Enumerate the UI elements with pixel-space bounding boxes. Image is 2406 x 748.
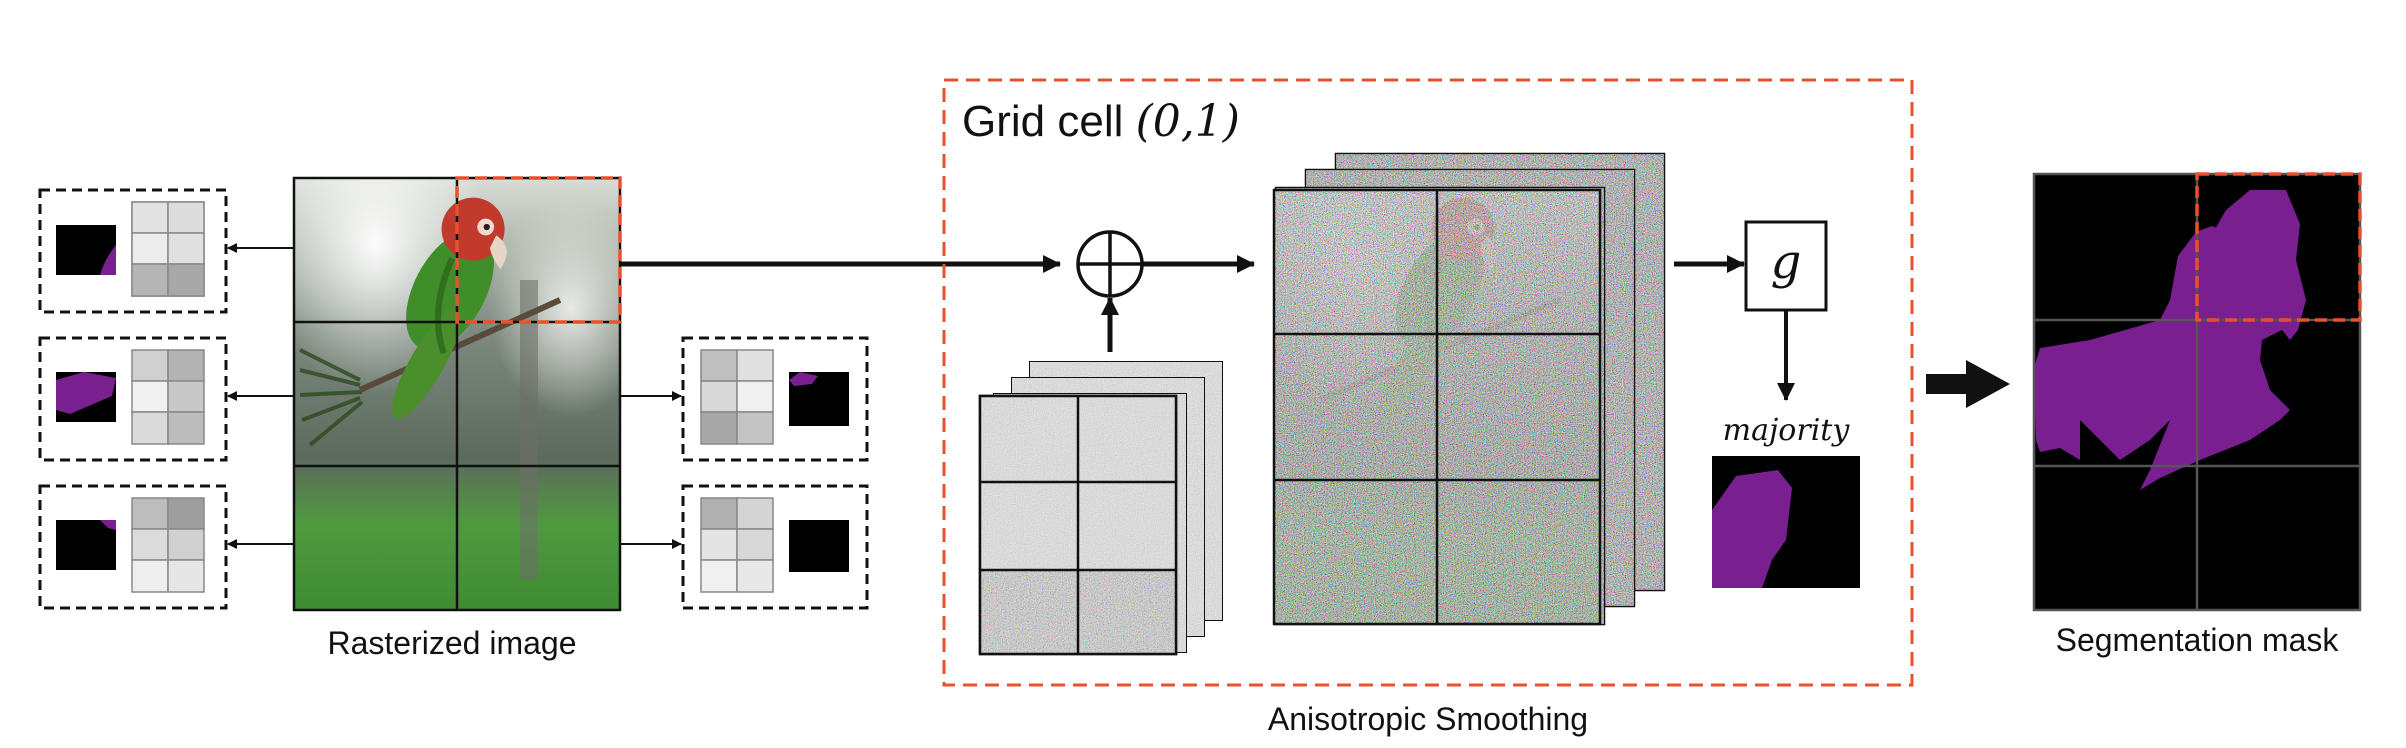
branch <box>358 297 562 393</box>
mask-fragment <box>789 372 818 386</box>
majority-mask <box>1712 456 1860 588</box>
smoothing-label: Anisotropic Smoothing <box>1268 701 1588 737</box>
highlighted-mask-cell <box>2195 172 2362 322</box>
mask-fragment <box>100 245 116 275</box>
cell-box-left-3 <box>38 484 228 610</box>
mask-fragment <box>100 520 116 530</box>
segmentation-label: Segmentation mask <box>2056 622 2340 658</box>
rasterized-image <box>292 176 622 612</box>
grid-cell-title: Grid cell (0,1) <box>962 96 1240 147</box>
function-g-label: g <box>1771 234 1802 290</box>
noise-stack <box>978 361 1223 656</box>
cell-box-left-1 <box>38 188 228 314</box>
cell-box-right-2 <box>681 484 869 610</box>
cell-box-left-2 <box>38 336 228 462</box>
palm-leaves <box>299 348 364 447</box>
noisy-image-stack <box>1272 152 1666 626</box>
arrow-icon <box>227 243 682 549</box>
circle-plus-icon <box>1076 230 1144 298</box>
function-g-box: g <box>1744 220 1828 312</box>
segmentation-mask <box>2032 172 2362 612</box>
mask-fragment <box>56 372 116 414</box>
majority-label: majority <box>1723 413 1851 448</box>
cell-box-right-1 <box>681 336 869 462</box>
rasterized-label: Rasterized image <box>328 625 577 661</box>
highlighted-cell <box>455 176 622 324</box>
grid-cell-panel <box>942 78 1914 687</box>
block-arrow-icon <box>1926 360 2010 408</box>
